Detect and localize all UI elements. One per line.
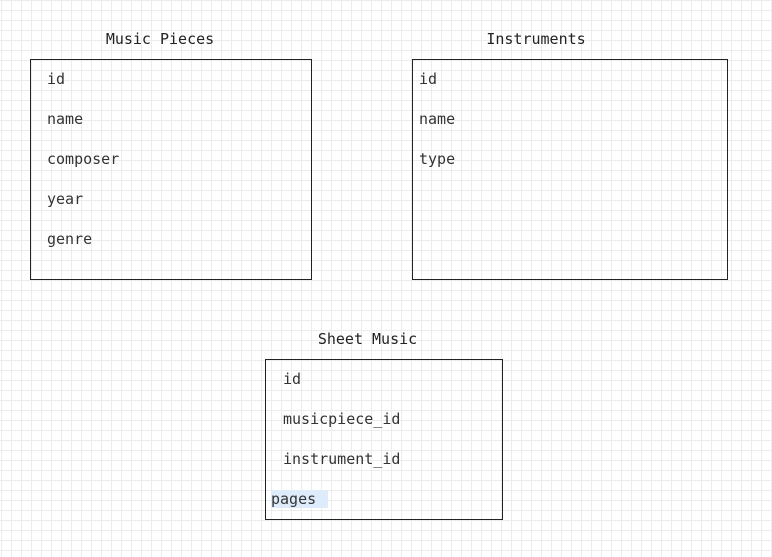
field-id[interactable]: id bbox=[283, 370, 302, 388]
field-genre[interactable]: genre bbox=[47, 230, 93, 248]
table-box-music-pieces[interactable]: id name composer year genre bbox=[30, 59, 312, 280]
table-box-sheet-music[interactable]: id musicpiece_id instrument_id pages bbox=[265, 359, 503, 520]
field-instrument-id[interactable]: instrument_id bbox=[283, 450, 401, 468]
field-id[interactable]: id bbox=[47, 70, 66, 88]
table-box-instruments[interactable]: id name type bbox=[412, 59, 728, 280]
table-title-music-pieces[interactable]: Music Pieces bbox=[105, 30, 215, 48]
table-title-instruments[interactable]: Instruments bbox=[486, 30, 586, 48]
field-type[interactable]: type bbox=[419, 150, 456, 168]
field-musicpiece-id[interactable]: musicpiece_id bbox=[283, 410, 401, 428]
field-id[interactable]: id bbox=[419, 70, 438, 88]
field-name[interactable]: name bbox=[47, 110, 84, 128]
field-name[interactable]: name bbox=[419, 110, 456, 128]
field-composer[interactable]: composer bbox=[47, 150, 120, 168]
table-title-sheet-music[interactable]: Sheet Music bbox=[317, 330, 418, 348]
field-year[interactable]: year bbox=[47, 190, 84, 208]
field-pages[interactable]: pages bbox=[271, 490, 329, 508]
